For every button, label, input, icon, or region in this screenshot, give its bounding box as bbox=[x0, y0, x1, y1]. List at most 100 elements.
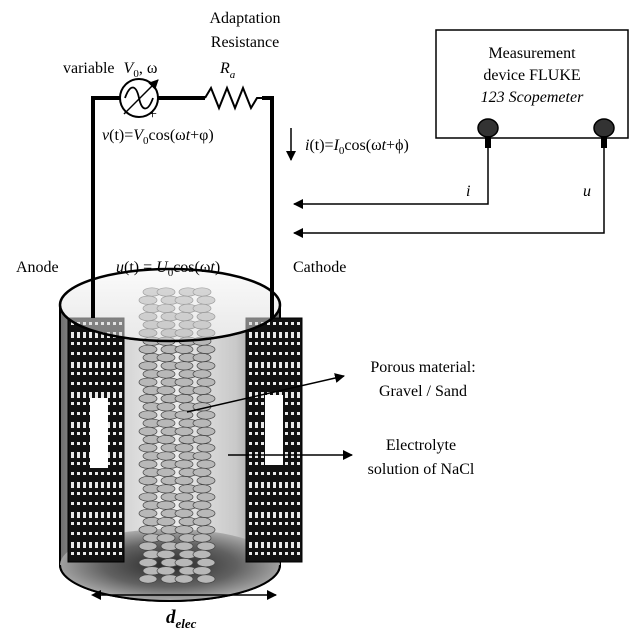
mesh-hole bbox=[249, 482, 252, 488]
ra-label: Ra bbox=[219, 60, 236, 81]
mesh-hole bbox=[249, 352, 252, 355]
mesh-hole bbox=[273, 352, 276, 355]
mesh-hole bbox=[71, 382, 74, 385]
mesh-hole bbox=[273, 362, 276, 368]
mesh-hole bbox=[107, 492, 110, 495]
mesh-hole bbox=[71, 422, 74, 428]
mesh-hole bbox=[113, 462, 116, 465]
gravel-bead bbox=[192, 549, 212, 559]
mesh-hole bbox=[71, 482, 74, 488]
mesh-hole bbox=[95, 552, 98, 555]
mesh-hole bbox=[83, 382, 86, 385]
device-label-line1: Measurement bbox=[488, 45, 576, 62]
mesh-hole bbox=[285, 412, 288, 415]
mesh-hole bbox=[297, 502, 300, 505]
mesh-hole bbox=[71, 372, 74, 375]
mesh-hole bbox=[113, 452, 116, 458]
mesh-hole bbox=[83, 482, 86, 488]
gravel-bead bbox=[192, 566, 212, 576]
mesh-hole bbox=[83, 372, 86, 375]
mesh-hole bbox=[285, 362, 288, 368]
mesh-hole bbox=[77, 362, 80, 368]
mesh-hole bbox=[71, 342, 74, 345]
mesh-hole bbox=[255, 492, 258, 495]
mesh-hole bbox=[291, 492, 294, 495]
gravel-bead bbox=[192, 369, 212, 379]
mesh-hole bbox=[107, 502, 110, 505]
resistor-icon bbox=[204, 85, 262, 111]
mesh-hole bbox=[119, 552, 122, 555]
electrolyte-label-line2: solution of NaCl bbox=[368, 461, 475, 478]
mesh-hole bbox=[89, 512, 92, 518]
mesh-hole bbox=[255, 512, 258, 518]
mesh-hole bbox=[113, 382, 116, 385]
mesh-hole bbox=[107, 552, 110, 555]
mesh-hole bbox=[285, 442, 288, 445]
mesh-hole bbox=[77, 522, 80, 525]
mesh-hole bbox=[101, 542, 104, 548]
mesh-hole bbox=[71, 392, 74, 398]
anode-electrode bbox=[67, 317, 125, 563]
porous-pointer-line bbox=[186, 373, 345, 413]
mesh-hole bbox=[119, 482, 122, 488]
mesh-hole bbox=[249, 462, 252, 465]
gravel-bead bbox=[196, 541, 216, 551]
gravel-bead bbox=[174, 443, 194, 453]
mesh-hole bbox=[297, 412, 300, 415]
mesh-hole bbox=[119, 542, 122, 548]
mesh-hole bbox=[71, 352, 74, 355]
mesh-hole bbox=[83, 332, 86, 338]
cathode-window bbox=[265, 395, 283, 465]
mesh-hole bbox=[89, 362, 92, 368]
mesh-hole bbox=[279, 372, 282, 375]
mesh-hole bbox=[297, 532, 300, 535]
current-probe-label: i bbox=[466, 183, 470, 200]
mesh-hole bbox=[113, 442, 116, 445]
mesh-hole bbox=[261, 482, 264, 488]
gravel-bead bbox=[196, 574, 216, 584]
mesh-hole bbox=[113, 512, 116, 518]
device-label-line3: 123 Scopemeter bbox=[481, 89, 584, 106]
gravel-bead bbox=[156, 467, 176, 477]
mesh-hole bbox=[77, 502, 80, 505]
mesh-hole bbox=[95, 372, 98, 375]
mesh-hole bbox=[291, 422, 294, 428]
mesh-hole bbox=[285, 502, 288, 505]
mesh-hole bbox=[291, 552, 294, 555]
mesh-hole bbox=[297, 522, 300, 525]
mesh-hole bbox=[273, 542, 276, 548]
mesh-hole bbox=[249, 412, 252, 415]
mesh-hole bbox=[261, 402, 264, 405]
mesh-hole bbox=[77, 372, 80, 375]
mesh-hole bbox=[297, 552, 300, 555]
gravel-bead bbox=[138, 410, 158, 420]
adaptation-label-line2: Resistance bbox=[211, 34, 279, 51]
mesh-hole bbox=[255, 482, 258, 488]
mesh-hole bbox=[267, 472, 270, 475]
mesh-hole bbox=[261, 352, 264, 355]
mesh-hole bbox=[113, 522, 116, 525]
mesh-hole bbox=[249, 402, 252, 405]
mesh-hole bbox=[101, 352, 104, 355]
mesh-hole bbox=[107, 472, 110, 475]
mesh-hole bbox=[89, 532, 92, 535]
mesh-hole bbox=[267, 482, 270, 488]
mesh-hole bbox=[119, 532, 122, 535]
gravel-bead bbox=[138, 541, 158, 551]
mesh-hole bbox=[83, 432, 86, 435]
mesh-hole bbox=[291, 362, 294, 368]
gravel-bead bbox=[138, 508, 158, 518]
mesh-hole bbox=[297, 342, 300, 345]
mesh-hole bbox=[71, 402, 74, 405]
mesh-hole bbox=[285, 332, 288, 338]
mesh-hole bbox=[279, 512, 282, 518]
mesh-hole bbox=[249, 522, 252, 525]
gravel-bead bbox=[174, 541, 194, 551]
mesh-hole bbox=[267, 352, 270, 355]
mesh-hole bbox=[291, 502, 294, 505]
mesh-hole bbox=[291, 412, 294, 415]
mesh-hole bbox=[89, 482, 92, 488]
gravel-bead bbox=[138, 394, 158, 404]
mesh-hole bbox=[95, 502, 98, 505]
mesh-hole bbox=[261, 522, 264, 525]
